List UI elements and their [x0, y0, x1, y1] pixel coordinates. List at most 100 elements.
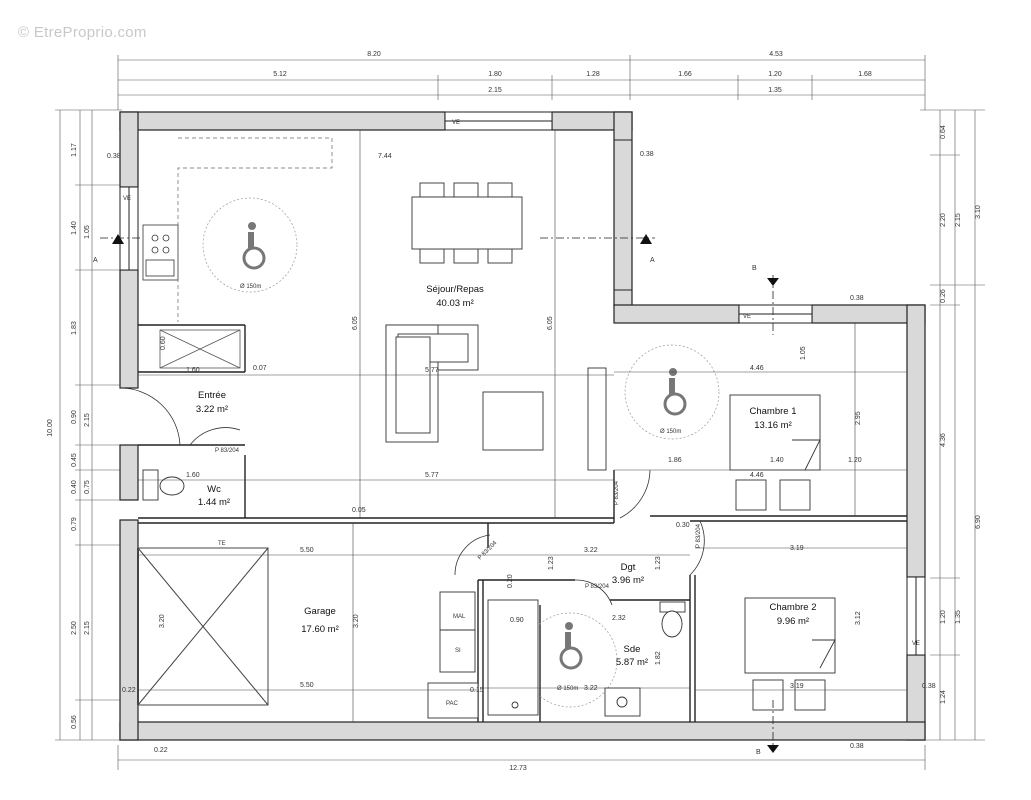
- dim-bottom-total: 12.73: [509, 765, 527, 772]
- dim-top-total-right: 4.53: [769, 51, 783, 58]
- section-arrows: [112, 234, 779, 753]
- room-sde-area: 5.87 m²: [616, 657, 648, 668]
- dim-right-2: 2.20: [940, 213, 947, 227]
- dim-int-123a: 1.23: [548, 556, 555, 570]
- dim-int-15: 0.15: [470, 687, 484, 694]
- window-label-left: VE: [123, 196, 131, 202]
- dim-left-total: 10.00: [47, 419, 54, 437]
- dim-right-3: 0.26: [940, 289, 947, 303]
- section-a-left: A: [93, 257, 98, 264]
- room-garage-name: Garage: [304, 606, 336, 617]
- entry-closet: [159, 329, 241, 369]
- dim-int-295: 2.95: [855, 411, 862, 425]
- bottom-dimension-lines: [117, 745, 926, 770]
- dim-top-2-f: 1.68: [858, 71, 872, 78]
- room-chambre1-area: 13.16 m²: [754, 420, 792, 431]
- dim-right-total-2: 6.90: [975, 515, 982, 529]
- garage-door-zone: [137, 547, 269, 706]
- dim-left-7: 0.79: [71, 517, 78, 531]
- dim-int-30: 0.30: [676, 522, 690, 529]
- room-chambre2-area: 9.96 m²: [777, 616, 809, 627]
- dim-int-320b: 3.20: [353, 614, 360, 628]
- dim-left-2-d: 2.15: [84, 621, 91, 635]
- dim-int-38e: 0.38: [850, 743, 864, 750]
- circle-label-2: Ø 150m: [660, 429, 681, 435]
- dim-int-20: 0.20: [507, 574, 514, 588]
- dim-left-9: 0.56: [71, 715, 78, 729]
- dim-int-577a: 5.77: [425, 367, 439, 374]
- dim-top-3-right: 1.35: [768, 87, 782, 94]
- room-entree-name: Entrée: [198, 390, 226, 401]
- circle-label-1: Ø 150m: [240, 284, 261, 290]
- dim-int-322b: 3.22: [584, 685, 598, 692]
- dim-int-38b: 0.38: [640, 151, 654, 158]
- dim-int-38c: 0.38: [850, 295, 864, 302]
- dim-top-2-e: 1.20: [768, 71, 782, 78]
- door-label-2: P 83/204: [696, 523, 702, 548]
- left-dimension-lines: [55, 109, 122, 741]
- washbasin: [604, 687, 641, 717]
- section-b-top: B: [752, 265, 757, 272]
- dim-left-8: 2.50: [71, 621, 78, 635]
- interior-dimension-lines: [138, 130, 907, 722]
- dim-int-319b: 3.19: [790, 683, 804, 690]
- dim-int-140: 1.40: [770, 457, 784, 464]
- dim-int-312: 3.12: [855, 611, 862, 625]
- dim-int-320a: 3.20: [159, 614, 166, 628]
- window-label-chambre1: VE: [743, 314, 751, 320]
- section-b-bottom: B: [756, 749, 761, 756]
- dim-right-2-b: 1.35: [955, 610, 962, 624]
- door-label-1: P 83/204: [614, 480, 620, 505]
- dim-int-7: 0.07: [253, 365, 267, 372]
- dim-int-120: 1.20: [848, 457, 862, 464]
- dim-right-6: 1.24: [940, 690, 947, 704]
- mal-label: MAL: [453, 614, 466, 620]
- dim-int-319a: 3.19: [790, 545, 804, 552]
- dim-int-322a: 3.22: [584, 547, 598, 554]
- toilet: [142, 469, 686, 638]
- dim-int-123b: 1.23: [655, 556, 662, 570]
- turning-circles: [202, 197, 720, 708]
- dim-int-186: 1.86: [668, 457, 682, 464]
- dim-int-744: 7.44: [378, 153, 392, 160]
- door-swings: [119, 387, 705, 606]
- dim-int-160a: 1.60: [186, 367, 200, 374]
- room-dgt-name: Dgt: [621, 562, 636, 573]
- circle-label-3: Ø 150m: [557, 686, 578, 692]
- kitchen-counter: [142, 224, 179, 281]
- section-a-right: A: [650, 257, 655, 264]
- room-dgt-area: 3.96 m²: [612, 575, 644, 586]
- window-label-chambre2: VE: [912, 641, 920, 647]
- te-label: TE: [218, 541, 226, 547]
- dim-int-550b: 5.50: [300, 682, 314, 689]
- dim-int-605a: 6.05: [352, 316, 359, 330]
- room-chambre1-name: Chambre 1: [750, 406, 797, 417]
- dim-right-total-1: 3.10: [975, 205, 982, 219]
- dim-left-4: 0.90: [71, 410, 78, 424]
- watermark: © EtreProprio.com: [18, 24, 147, 41]
- garage-equipment: [427, 591, 479, 719]
- room-sde-name: Sde: [624, 644, 641, 655]
- sofa: [385, 324, 479, 443]
- dim-int-5: 0.05: [352, 507, 366, 514]
- room-chambre2-name: Chambre 2: [770, 602, 817, 613]
- door-label-4: P 83/204: [585, 584, 610, 590]
- dim-int-232: 2.32: [612, 615, 626, 622]
- room-entree-area: 3.22 m²: [196, 404, 228, 415]
- pac-label: PAC: [446, 701, 459, 707]
- exterior-walls: [119, 111, 926, 741]
- dim-left-2-b: 2.15: [84, 413, 91, 427]
- coffee-table: [482, 391, 544, 451]
- si-label: SI: [455, 648, 461, 654]
- dim-int-446a: 4.46: [750, 365, 764, 372]
- dashed-outline: [177, 137, 333, 322]
- dim-right-1: 0.64: [940, 125, 947, 139]
- room-garage-area: 17.60 m²: [301, 624, 339, 635]
- room-wc-name: Wc: [207, 484, 221, 495]
- tv-unit: [587, 367, 607, 471]
- dim-left-6: 0.40: [71, 480, 78, 494]
- top-dimension-lines: [117, 55, 926, 110]
- dim-top-3-left: 2.15: [488, 87, 502, 94]
- room-sejour-area: 40.03 m²: [436, 298, 474, 309]
